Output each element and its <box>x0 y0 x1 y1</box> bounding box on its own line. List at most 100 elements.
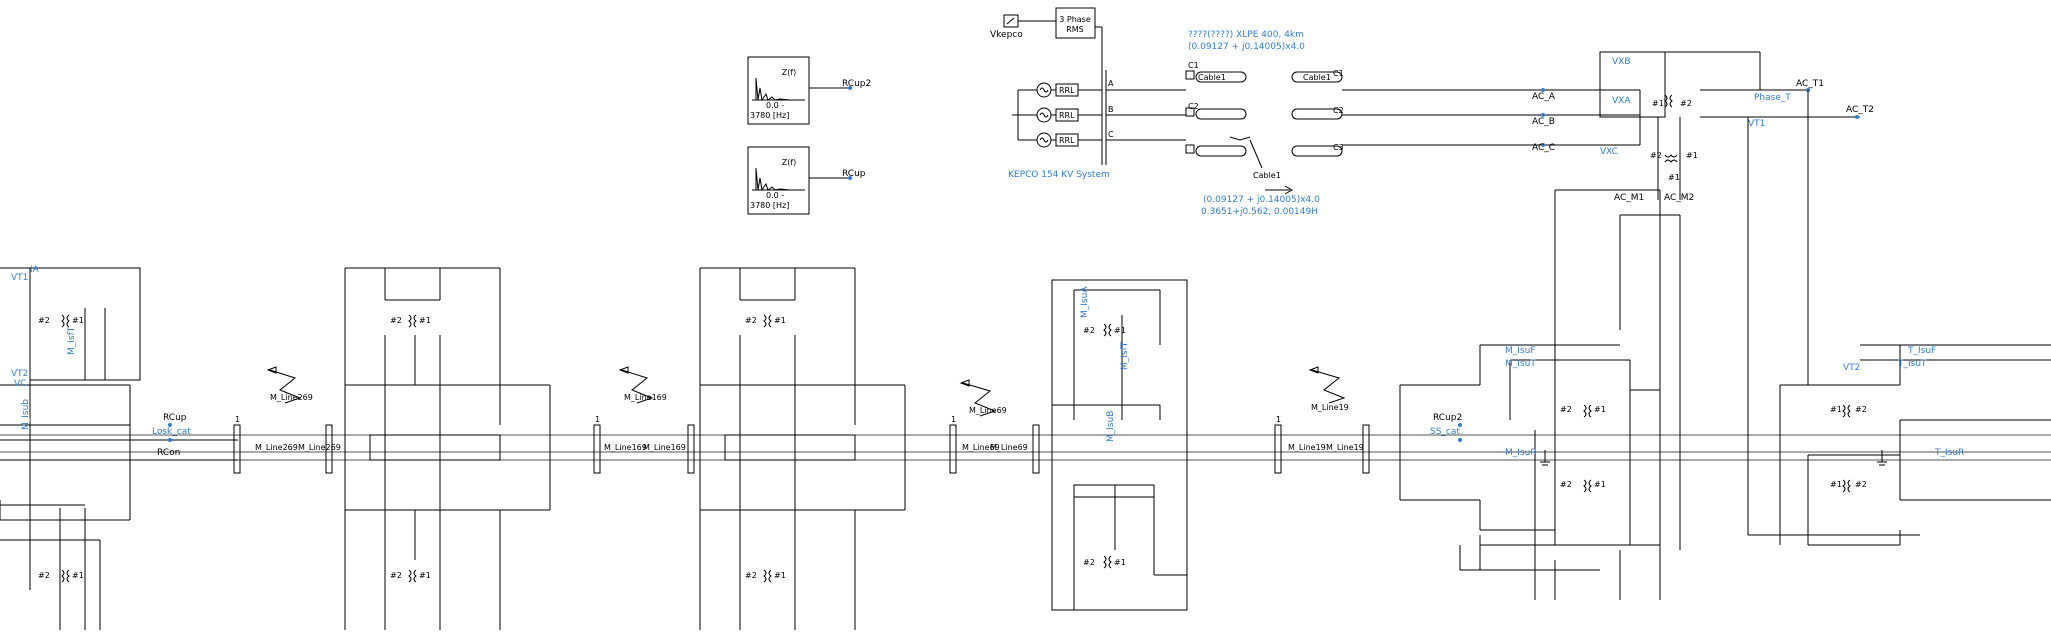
l4-pin: 1 <box>1276 415 1281 424</box>
s4-bot-p2: #2 <box>1083 558 1095 567</box>
freq1-output: RCup2 <box>842 79 871 89</box>
l4-label: M_Line19 <box>1288 443 1326 452</box>
bus-ac-a: AC_A <box>1532 92 1556 102</box>
freq-block-1[interactable]: Z(f) 0.0 - 3780 [Hz] RCup2 <box>747 56 871 125</box>
cable-params: 0.3651+j0.562, 0.00149H <box>1201 207 1318 217</box>
transformer-s2-bottom[interactable]: #2 #1 <box>390 569 431 583</box>
transformer-s4-bottom[interactable]: #2 #1 <box>1083 555 1126 569</box>
main-transformer[interactable]: #1 #2 #2 #1 #1 <box>1650 94 1698 200</box>
s5-rcup2: RCup2 <box>1433 413 1462 423</box>
meter-vxc: VXC <box>1600 147 1618 157</box>
l2b-label: M_Line169 <box>643 443 686 452</box>
source-meter[interactable] <box>1003 14 1056 28</box>
s1-vc: VC <box>14 379 26 389</box>
s5-isf2: M_IsuT <box>1505 359 1536 369</box>
s6-vt2: VT2 <box>1843 363 1860 373</box>
rrl-b-label: RRL <box>1059 111 1075 120</box>
s1-ia: IA <box>30 265 40 275</box>
freq2-title: Z(f) <box>782 158 797 167</box>
s1-top-p1: #1 <box>72 316 84 325</box>
source-name-label: Vkepco <box>990 30 1023 40</box>
s3-top-p2: #2 <box>745 316 757 325</box>
ac-bus-wires <box>1342 51 1860 146</box>
meter-vxa: VXA <box>1612 96 1631 106</box>
rms-block[interactable]: 3 Phase RMS <box>1055 7 1096 39</box>
s6-ist: T_IsuT <box>1897 359 1927 369</box>
rms-line2: RMS <box>1066 25 1084 34</box>
cable-title: ????(????) XLPE 400, 4km <box>1188 30 1304 40</box>
cable-c1-left: C1 <box>1188 61 1199 70</box>
cable-name-right: Cable1 <box>1303 73 1331 82</box>
meter-vt1-top: VT1 <box>1748 119 1765 129</box>
freq1-range: 0.0 - <box>766 101 784 110</box>
l2-label: M_Line169 <box>604 443 647 452</box>
transformer-s3-top[interactable]: #2 #1 <box>745 314 786 328</box>
s5-top-p2: #2 <box>1560 405 1572 414</box>
section-6 <box>1747 90 2051 546</box>
s1-top-p2: #2 <box>38 316 50 325</box>
l3-meter-label: M_Line69 <box>969 406 1007 415</box>
s1-vt2: VT2 <box>11 369 28 379</box>
s6-bot-p2: #2 <box>1855 480 1867 489</box>
tx-main-low-p1: #1 <box>1686 151 1698 160</box>
bus-ac-c: AC_C <box>1532 143 1555 153</box>
cable-impedance: (0.09127 + j0.14005)x4.0 <box>1188 42 1305 52</box>
transformer-s3-bottom[interactable]: #2 #1 <box>745 569 786 583</box>
bus-ac-t2: AC_T2 <box>1846 105 1874 115</box>
transformer-s1-bottom[interactable]: #2 #1 <box>38 569 84 583</box>
l3-label: M_Line69 <box>962 443 1000 452</box>
transformer-s4-top[interactable]: #2 #1 <box>1083 323 1126 337</box>
freq2-hz: 3780 [Hz] <box>750 201 789 210</box>
tx-main-low-p2: #2 <box>1650 151 1662 160</box>
s3-bot-p2: #2 <box>745 571 757 580</box>
tx-main-p2: #2 <box>1680 99 1692 108</box>
s1-bot-p1: #1 <box>72 571 84 580</box>
s2-bot-p1: #1 <box>419 571 431 580</box>
main-bus-lines <box>0 424 2051 461</box>
phase-sources: RRL RRL RRL A B C <box>1012 79 1114 148</box>
l1b-label: M_Line269 <box>298 443 341 452</box>
s1-isub: M_Isub <box>21 399 31 430</box>
freq-block-2[interactable]: Z(f) 0.0 - 3780 [Hz] RCup <box>747 146 866 215</box>
s4-top-p2: #2 <box>1083 326 1095 335</box>
cable-c2-right: C2 <box>1333 106 1344 115</box>
freq2-range: 0.0 - <box>766 191 784 200</box>
s2-bot-p2: #2 <box>390 571 402 580</box>
s5-bot-p1: #1 <box>1594 480 1606 489</box>
line-l3[interactable]: 1 M_Line69 M_Line69 M_Line69 <box>949 379 1040 474</box>
l1-label: M_Line269 <box>255 443 298 452</box>
phase-t-label: Phase_T <box>1754 93 1791 103</box>
cable-c2-left: C2 <box>1188 102 1199 111</box>
transformer-s6-top[interactable]: #1 #2 <box>1830 404 1867 418</box>
s3-top-p1: #1 <box>774 316 786 325</box>
s1-rcup: RCup <box>163 413 187 423</box>
bus-ac-t1: AC_T1 <box>1796 79 1824 89</box>
s1-losk: Losk_cat <box>152 427 191 437</box>
l1-meter-label: M_Line269 <box>270 393 313 402</box>
transformer-s5-bottom[interactable]: #2 #1 <box>1560 479 1606 493</box>
transformer-s2-top[interactable]: #2 #1 <box>390 314 431 328</box>
line-l1[interactable]: 1 M_Line269 M_Line269 M_Line269 <box>233 366 341 474</box>
s5-ss-cat: SS_cat <box>1430 427 1460 437</box>
system-label: KEPCO 154 KV System <box>1008 170 1110 180</box>
s5-top-p1: #1 <box>1594 405 1606 414</box>
transformer-s1-top[interactable]: #2 #1 <box>38 314 84 328</box>
s1-vt1: VT1 <box>11 273 28 283</box>
cable-c1-right: C1 <box>1333 69 1344 78</box>
line-l2[interactable]: 1 M_Line169 M_Line169 M_Line169 <box>593 366 695 474</box>
freq1-title: Z(f) <box>782 68 797 77</box>
s2-top-p1: #1 <box>419 316 431 325</box>
transformer-s5-top[interactable]: #2 #1 <box>1560 404 1606 418</box>
transformer-s6-bottom[interactable]: #1 #2 <box>1830 479 1867 493</box>
cable-impedance-2: (0.09127 + j0.14005)x4.0 <box>1203 195 1320 205</box>
s5-isr: M_IsuR <box>1505 448 1537 458</box>
phase-b-label: B <box>1108 105 1114 114</box>
s4-top-p1: #1 <box>1114 326 1126 335</box>
s5-bot-p2: #2 <box>1560 480 1572 489</box>
cable-block[interactable]: Cable1 C2 C1 Cable1 C1 C2 C3 Cable1 <box>1106 61 1344 195</box>
s2-top-p2: #2 <box>390 316 402 325</box>
line-l4[interactable]: 1 M_Line19 M_Line19 M_Line19 <box>1274 366 1370 474</box>
section-5 <box>1399 189 1681 600</box>
s6-top-p1: #1 <box>1830 405 1842 414</box>
cable-name-bottom: Cable1 <box>1253 171 1281 180</box>
